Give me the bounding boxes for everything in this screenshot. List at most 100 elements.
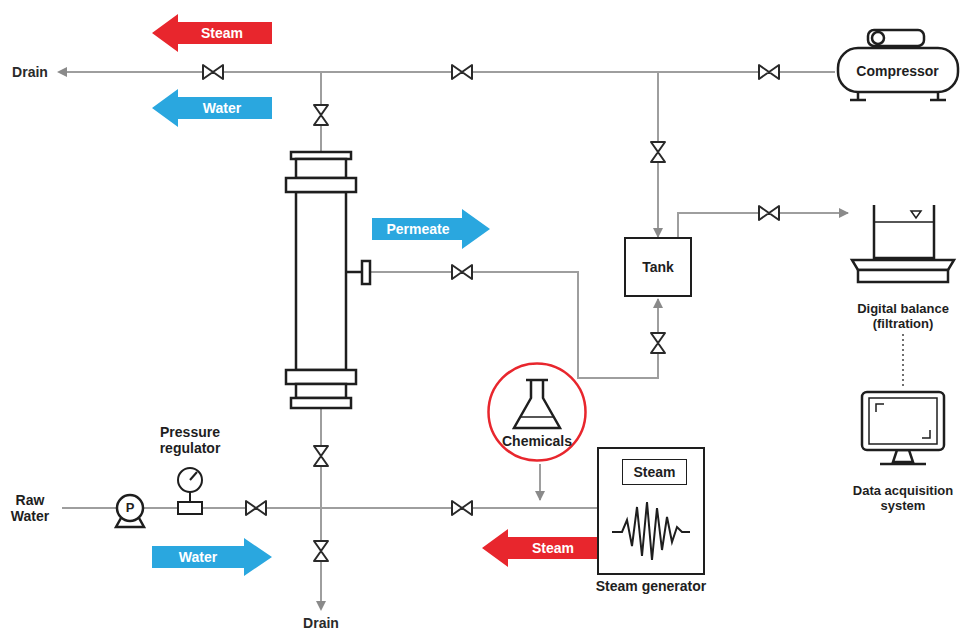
flow-label: Steam — [201, 25, 243, 41]
drain-line — [58, 71, 70, 73]
node-label: Data acquisition system — [848, 484, 958, 514]
pipe — [370, 272, 658, 378]
membrane-module — [296, 159, 346, 178]
drain-line — [320, 598, 322, 610]
balance-icon — [858, 270, 948, 282]
flow-label: Permeate — [386, 221, 449, 237]
valve-symbol — [651, 142, 665, 162]
valve-symbol — [246, 501, 266, 515]
block-arrow — [372, 209, 490, 249]
monitor-icon — [869, 398, 937, 444]
node-label: Compressor — [856, 63, 938, 79]
pressure-gauge — [178, 502, 202, 514]
valve-symbol — [651, 333, 665, 353]
monitor-icon — [893, 450, 913, 462]
monitor-icon — [862, 392, 944, 464]
balance-icon — [874, 205, 934, 258]
membrane-module — [296, 192, 346, 370]
block-arrow — [152, 14, 272, 52]
pipe — [62, 72, 658, 598]
pressure-gauge — [178, 468, 202, 492]
valve-symbol — [651, 333, 665, 353]
membrane-module — [362, 261, 370, 284]
flask-icon — [514, 380, 560, 428]
monitor-icon — [880, 463, 926, 466]
compressor: Compressor — [835, 28, 960, 102]
node-label: Steam — [633, 464, 675, 480]
flow-label: Water — [203, 100, 241, 116]
valve-symbol — [203, 65, 223, 79]
valve-symbol — [314, 541, 328, 561]
part-label: Pressure regulator — [144, 424, 236, 456]
membrane-module — [286, 370, 356, 384]
pump-symbol — [116, 495, 144, 527]
pipe — [539, 464, 541, 500]
valve-symbol — [452, 265, 472, 279]
valve-symbol — [314, 446, 328, 466]
digital-balance: Digital balance (filtration) — [848, 200, 958, 332]
pressure-gauge — [189, 492, 191, 502]
valve-symbol — [759, 65, 779, 79]
membrane-module — [286, 152, 370, 408]
steam-waveform — [612, 502, 690, 560]
flask-icon — [514, 380, 560, 428]
compressor-icon — [838, 30, 958, 100]
node-label: Digital balance (filtration) — [848, 302, 958, 332]
balance-icon — [874, 221, 934, 223]
compressor-icon — [868, 30, 924, 46]
membrane-module — [291, 398, 351, 408]
valve-symbol — [759, 206, 779, 220]
pipe — [70, 71, 658, 73]
inlet-label: Raw Water — [3, 492, 57, 524]
pipe — [320, 408, 322, 598]
drain-label: Drain — [12, 64, 48, 80]
monitor-icon — [862, 392, 944, 450]
node-label: Tank — [642, 259, 674, 275]
valve-symbol — [452, 501, 472, 515]
chemicals-circle: Chemicals — [487, 362, 587, 462]
membrane-module — [296, 384, 346, 398]
flask-icon — [526, 379, 548, 382]
signal-line — [902, 334, 904, 388]
pump-letter: P — [126, 501, 135, 516]
compressor-icon — [838, 48, 958, 92]
valve-symbol — [452, 265, 472, 279]
flask-icon — [521, 416, 553, 418]
valve-symbol — [314, 105, 328, 125]
valve-symbol — [203, 65, 223, 79]
valve-symbol — [452, 65, 472, 79]
compressor-icon — [872, 32, 884, 44]
node-label: Steam generator — [596, 578, 706, 594]
drain-line — [58, 72, 321, 610]
steam-generator-box: Steam generatorSteam — [597, 447, 705, 575]
membrane-module — [286, 178, 356, 192]
drain-label: Drain — [303, 615, 339, 631]
block-arrow — [152, 538, 272, 576]
steam-waveform — [612, 502, 690, 560]
balance-icon — [911, 211, 921, 218]
block-arrow — [152, 89, 272, 127]
node-label: Chemicals — [502, 433, 572, 449]
flow-label: Water — [179, 549, 217, 565]
membrane-module — [346, 271, 362, 274]
monitor-icon — [876, 404, 930, 438]
valve-symbol — [314, 446, 328, 466]
valve-symbol — [314, 105, 328, 125]
valve-symbol — [314, 541, 328, 561]
valve-symbol — [452, 65, 472, 79]
pressure-gauge — [178, 468, 202, 514]
data-acquisition: Data acquisition system — [848, 390, 958, 514]
valve-symbol — [759, 65, 779, 79]
display-box: Steam — [622, 459, 687, 485]
flow-label: Steam — [532, 540, 574, 556]
valve-symbol — [651, 142, 665, 162]
circle-outline — [489, 364, 586, 461]
balance-icon — [852, 260, 954, 270]
block-arrow — [152, 14, 598, 576]
valve-symbol — [452, 501, 472, 515]
balance-icon — [852, 205, 954, 282]
pump-symbol — [117, 495, 143, 521]
